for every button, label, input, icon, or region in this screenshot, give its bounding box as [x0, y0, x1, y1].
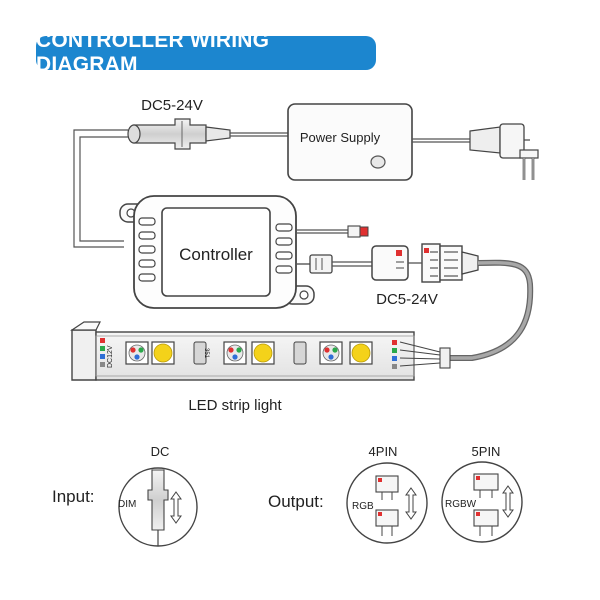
power-supply-indicator: [370, 155, 386, 169]
mains-plug: [469, 123, 539, 180]
dim-label: DIM: [118, 499, 136, 510]
dc-barrel-plug: [127, 118, 231, 150]
page-title: CONTROLLER WIRING DIAGRAM: [36, 29, 270, 76]
title-banner: CONTROLLER WIRING DIAGRAM: [36, 29, 376, 76]
controller-output-plug: [309, 254, 333, 274]
four-pin-connector: [421, 243, 479, 283]
led-strip: DC12V 351: [70, 321, 451, 381]
led-unit: [319, 341, 373, 365]
five-pin-circle: RGBW: [441, 461, 523, 543]
controller-label: Controller: [179, 245, 253, 264]
led-strip-label: LED strip light: [188, 397, 282, 414]
led-unit: [125, 341, 175, 365]
power-supply: Power Supply: [287, 103, 413, 181]
five-pin-label: 5PIN: [472, 444, 501, 459]
up-down-arrow-icon: [502, 485, 514, 518]
four-pin-label: 4PIN: [369, 444, 398, 459]
dc-label: DC: [151, 444, 170, 459]
led-unit: [223, 341, 275, 365]
dc-input-circle: DIM: [118, 467, 198, 547]
four-pin-circle: RGB: [346, 462, 428, 544]
input-label: Input:: [52, 487, 95, 506]
ir-receiver: [347, 225, 369, 238]
strip-chip-label: 351: [203, 348, 209, 359]
chip: [293, 341, 307, 365]
rgbw-label: RGBW: [445, 499, 477, 510]
rgb-label: RGB: [352, 501, 374, 512]
output-label: Output:: [268, 492, 324, 511]
strip-voltage-label: DC12V: [107, 345, 114, 368]
controller: Controller: [119, 195, 315, 309]
power-supply-label: Power Supply: [300, 130, 381, 145]
chip: 351: [193, 341, 209, 365]
up-down-arrow-icon: [170, 491, 182, 524]
dc-input-voltage-label: DC5-24V: [141, 97, 203, 114]
connector-block: [371, 245, 409, 281]
connector-voltage-label: DC5-24V: [376, 291, 438, 308]
up-down-arrow-icon: [405, 487, 417, 520]
